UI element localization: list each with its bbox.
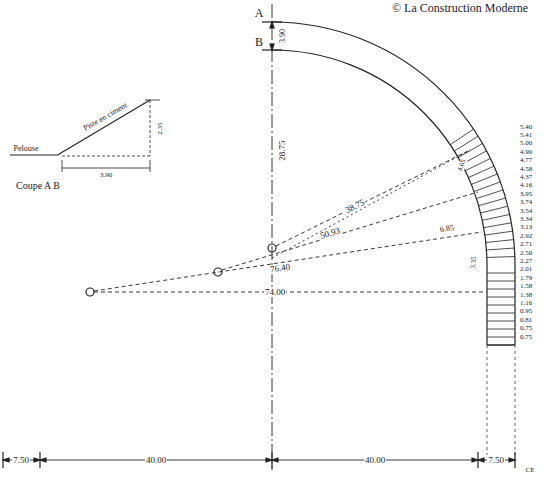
slope-value: 2.92: [519, 233, 533, 240]
dimension: 7.50: [12, 456, 30, 465]
dimension: 3.90: [99, 172, 113, 179]
dimension: 3.35: [470, 255, 478, 270]
slope-value: 0.75: [519, 334, 533, 341]
slope-value: 3.34: [519, 216, 533, 223]
section-note: Pelouse: [13, 145, 40, 153]
radius-label: 74.00: [264, 288, 286, 297]
slope-value: 4.37: [519, 174, 533, 181]
slope-value: 2.71: [519, 241, 533, 248]
dimension: 40.00: [364, 456, 386, 465]
hatch-stroke: [486, 248, 514, 250]
hatch-stroke: [481, 206, 508, 213]
hatch-stroke: [465, 158, 490, 170]
slope-value: 2.01: [519, 266, 533, 273]
section-letter: A: [254, 7, 265, 19]
slope-value: 0.75: [519, 325, 533, 332]
hatch-stroke: [486, 240, 514, 243]
radius-label: 38.75: [343, 197, 367, 215]
section-title: Coupe A B: [15, 181, 61, 191]
note: CE: [525, 467, 536, 474]
slope-value: 4.58: [519, 166, 533, 173]
dimension: 40.00: [145, 456, 167, 465]
slope-value: 0.81: [519, 317, 533, 324]
hatch-stroke: [487, 289, 515, 290]
hatch-stroke: [476, 190, 503, 199]
hatch-stroke: [487, 305, 515, 306]
slope-value: 3.95: [519, 191, 533, 198]
watermark: © La Construction Moderne: [391, 2, 529, 14]
slope-value: 4.77: [519, 157, 533, 164]
slope-value: 2.50: [519, 250, 533, 257]
slope-value: 3.13: [519, 224, 533, 231]
radius-label: 50.93: [318, 225, 342, 240]
slope-value: 4.16: [519, 182, 533, 189]
hatch-stroke: [487, 273, 515, 274]
dimension: 3.90: [279, 28, 287, 44]
hatch-stroke: [487, 321, 515, 322]
slope-value: 5.00: [519, 140, 533, 147]
dimension: 2.35: [157, 121, 164, 135]
slope-value: 3.74: [519, 199, 533, 206]
hatch-stroke: [484, 223, 512, 228]
hatch-stroke: [487, 337, 515, 338]
slope-value: 1.58: [519, 283, 533, 290]
hatch-stroke: [468, 166, 494, 177]
slope-value: 5.41: [519, 132, 533, 139]
hatch-stroke: [487, 345, 515, 346]
slope-value: 1.79: [519, 275, 533, 282]
slope-value: 2.27: [519, 258, 533, 265]
dimension: 7.50: [487, 456, 505, 465]
section-letter: B: [254, 36, 264, 48]
hatch-stroke: [487, 313, 515, 314]
hatch-stroke: [487, 297, 515, 298]
hatch-stroke: [474, 182, 500, 192]
dimension: 6.85: [439, 224, 456, 234]
hatch-stroke: [471, 174, 497, 184]
hatch-stroke: [482, 214, 509, 220]
slope-value: 1.38: [519, 292, 533, 299]
slope-value: 0.95: [519, 308, 533, 315]
hatch-stroke: [479, 198, 506, 206]
hatch-stroke: [450, 129, 473, 145]
slope-value: 5.40: [519, 124, 533, 131]
slope-value: 4.90: [519, 149, 533, 156]
hatch-stroke: [485, 231, 513, 235]
radius-label: 76.40: [268, 262, 291, 274]
slope-value: 3.54: [519, 208, 533, 215]
hatch-stroke: [487, 281, 515, 282]
slope-value: 1.16: [519, 300, 533, 307]
hatch-stroke: [487, 256, 515, 258]
dimension: 28.75: [278, 139, 287, 161]
hatch-stroke: [487, 329, 515, 330]
hatch-stroke: [454, 136, 478, 151]
